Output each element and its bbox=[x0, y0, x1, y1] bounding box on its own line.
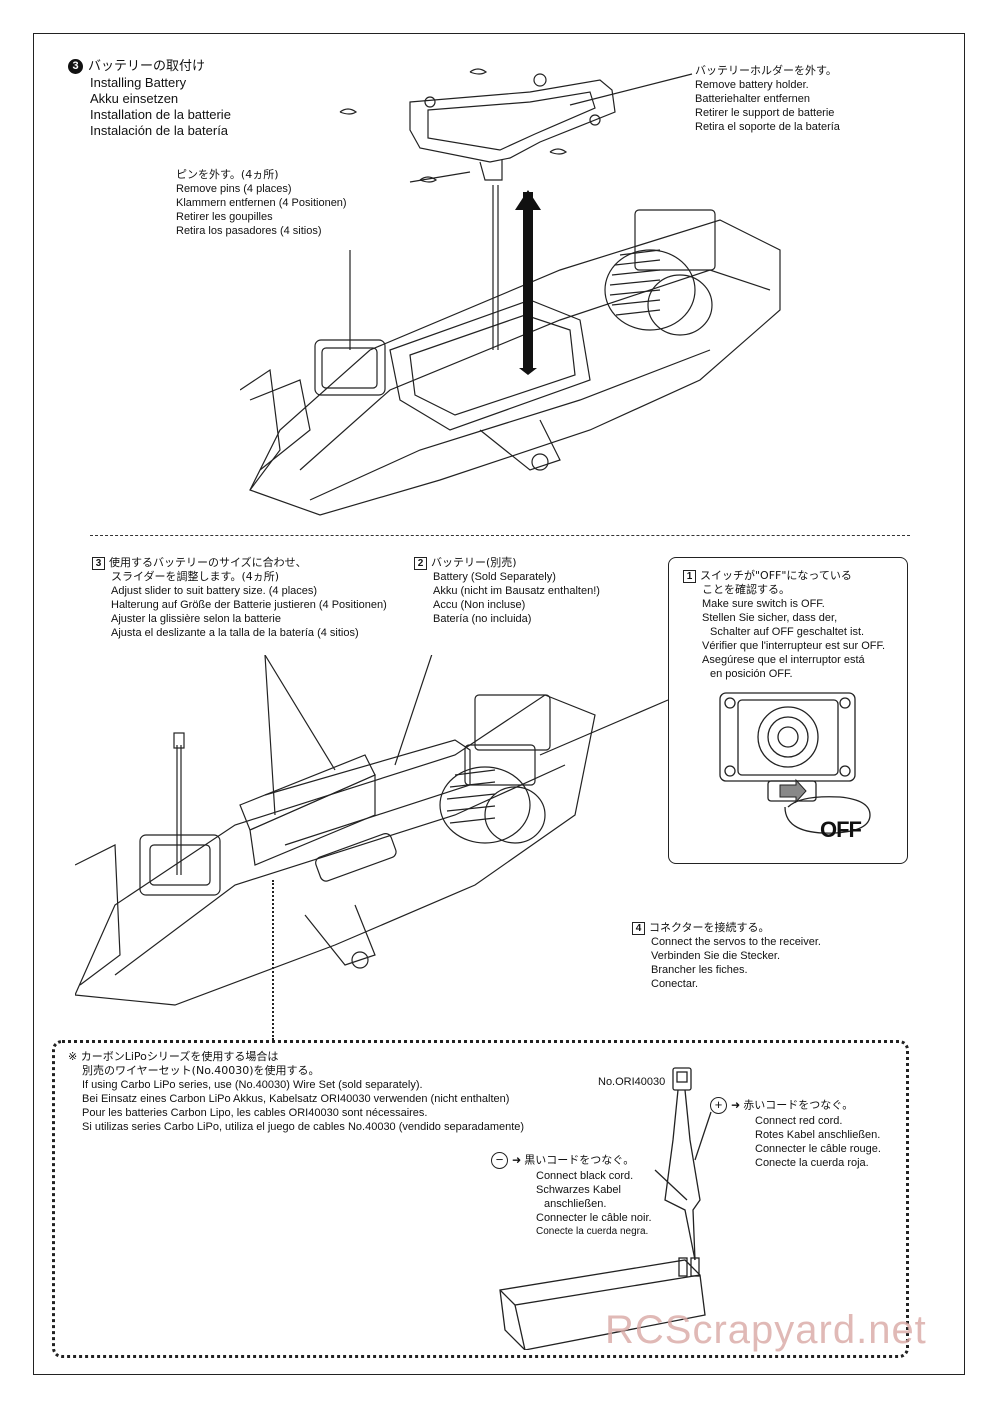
part-number-label: No.ORI40030 bbox=[598, 1076, 666, 1088]
substep-number-box: 3 bbox=[92, 556, 105, 570]
section-divider bbox=[90, 535, 910, 536]
off-label: OFF bbox=[820, 817, 862, 842]
black-cord-callout: −➜ 黒いコードをつなぐ。 Connect black cord. Schwar… bbox=[491, 1152, 652, 1239]
minus-icon: − bbox=[491, 1152, 508, 1169]
substep-number-box: 4 bbox=[632, 921, 645, 935]
chassis-battery-holder-illustration bbox=[240, 68, 781, 516]
note-connector bbox=[272, 880, 274, 1040]
red-cord-callout: +➜ 赤いコードをつなぐ。 Connect red cord. Rotes Ka… bbox=[710, 1097, 881, 1170]
substep-number-box: 2 bbox=[414, 556, 427, 570]
remove-pins-callout: ピンを外す。(4ヵ所) Remove pins (4 places) Klamm… bbox=[176, 168, 347, 237]
watermark-text: RCScrapyard.net bbox=[605, 1308, 927, 1352]
remove-holder-callout: バッテリーホルダーを外す。 Remove battery holder. Bat… bbox=[695, 64, 840, 133]
step-number-badge: 3 bbox=[68, 59, 83, 75]
chassis-battery-installed-illustration bbox=[75, 655, 669, 1006]
wire-set-battery-illustration bbox=[499, 1067, 712, 1350]
page-frame bbox=[33, 33, 965, 1375]
esc-switch-illustration bbox=[719, 692, 871, 834]
plus-icon: + bbox=[710, 1097, 727, 1114]
carbo-lipo-note-box bbox=[52, 1040, 909, 1358]
switch-check-panel bbox=[668, 557, 908, 864]
carbo-lipo-note: ※ カーボンLiPoシリーズを使用する場合は 別売のワイヤーセット(No.400… bbox=[68, 1050, 525, 1133]
substep-number-box: 1 bbox=[683, 569, 696, 583]
